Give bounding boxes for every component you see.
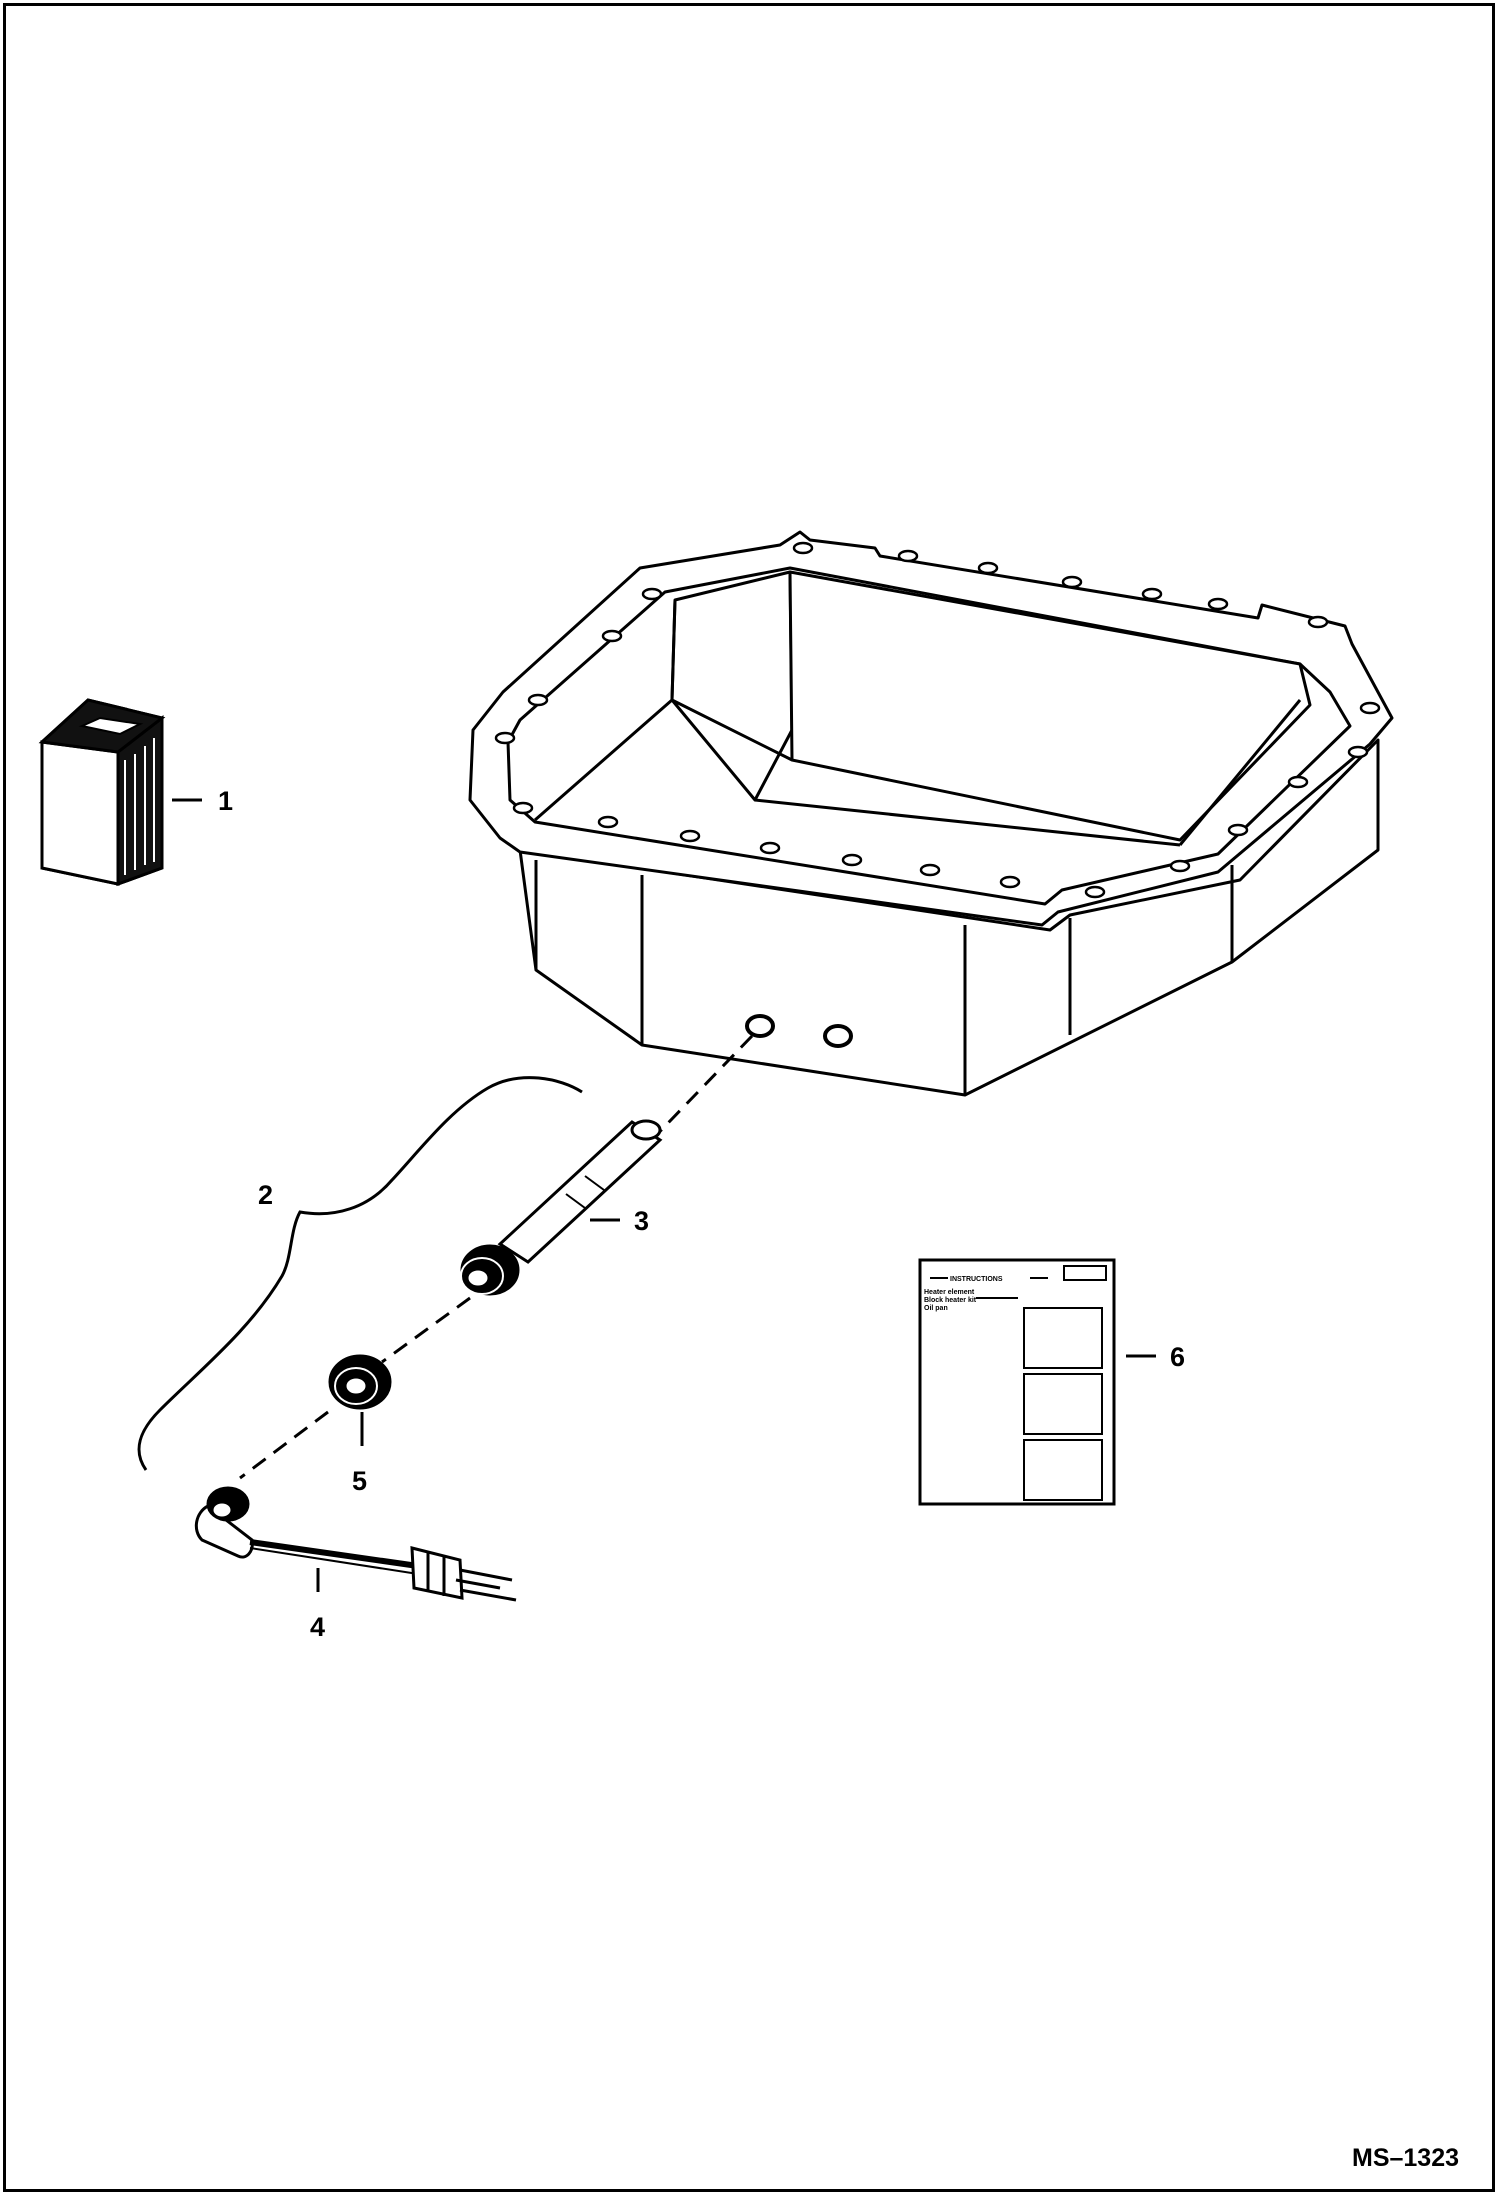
kit-box bbox=[38, 698, 166, 887]
heater-element bbox=[460, 1119, 663, 1296]
callout-1: 1 bbox=[218, 786, 233, 816]
drawing-frame bbox=[3, 3, 1495, 2192]
callout-3: 3 bbox=[634, 1206, 649, 1236]
callout-2: 2 bbox=[258, 1180, 273, 1210]
callout-5: 5 bbox=[352, 1466, 367, 1496]
instruction-line-2: Block heater kit bbox=[924, 1297, 977, 1304]
adapter-nut bbox=[328, 1354, 392, 1410]
instruction-line-1: Heater element bbox=[924, 1289, 975, 1296]
group-brace bbox=[137, 1076, 583, 1471]
figure-id: MS–1323 bbox=[1352, 2144, 1459, 2172]
callout-6: 6 bbox=[1170, 1342, 1185, 1372]
power-cord bbox=[194, 1486, 517, 1602]
instruction-sheet bbox=[918, 1258, 1116, 1506]
oil-pan bbox=[468, 530, 1394, 1097]
callout-4: 4 bbox=[310, 1612, 325, 1642]
instruction-heading: INSTRUCTIONS bbox=[950, 1276, 1003, 1283]
instruction-line-3: Oil pan bbox=[924, 1305, 948, 1312]
